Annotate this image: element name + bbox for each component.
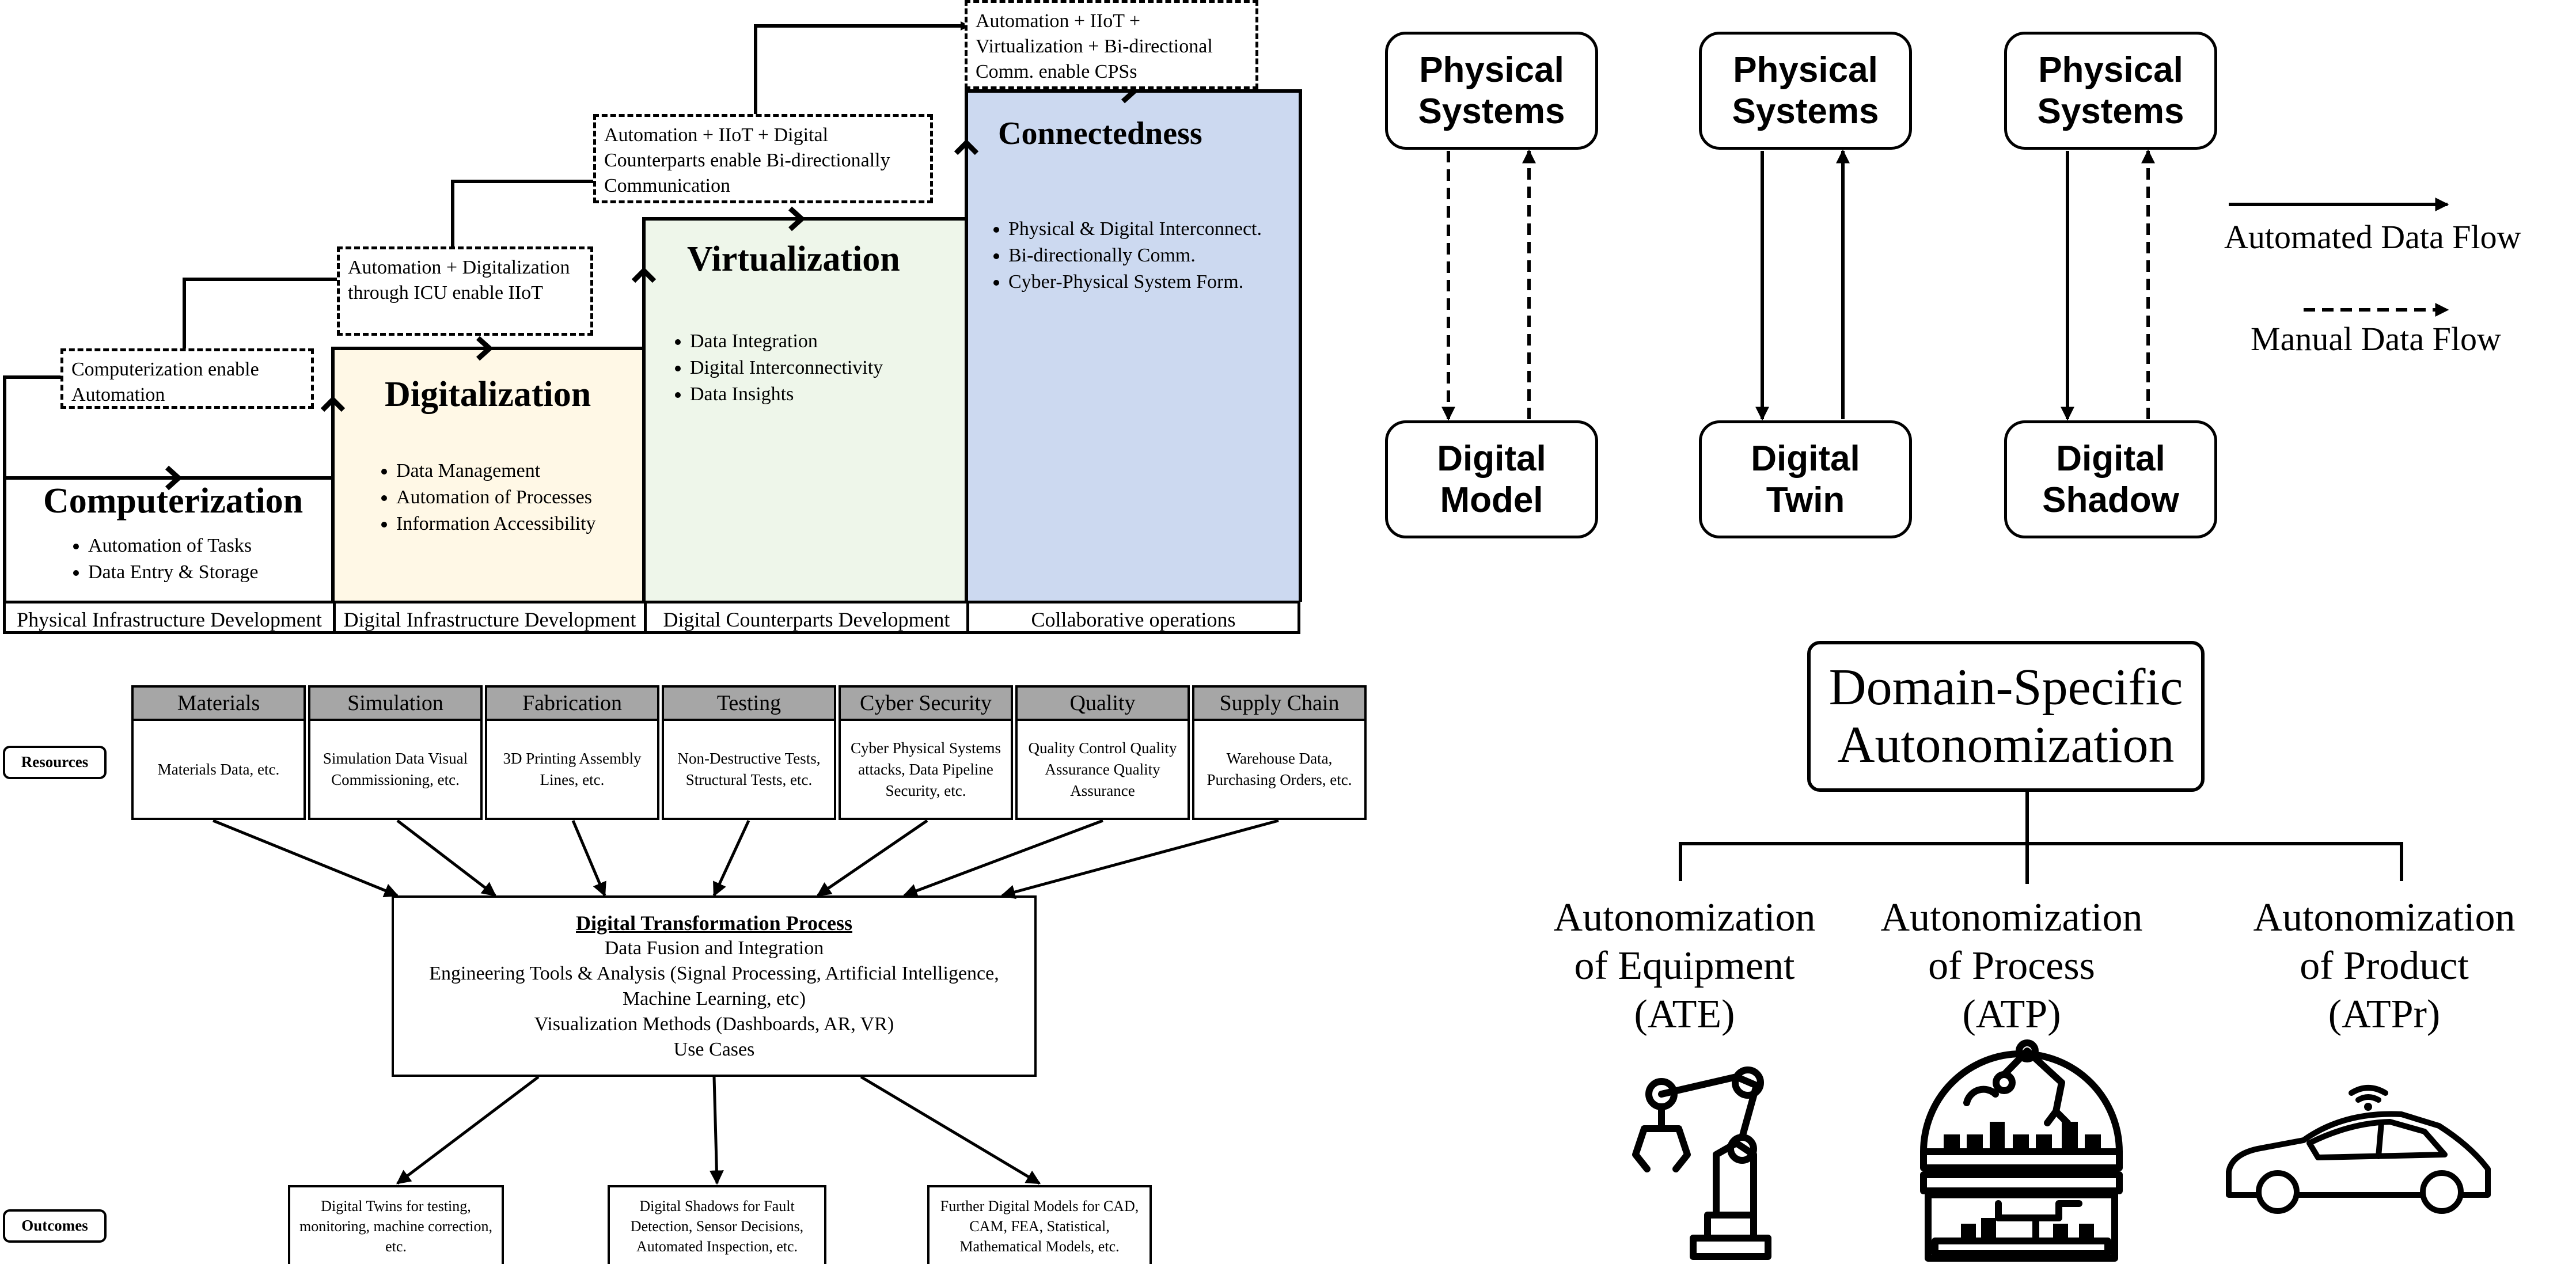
bullet-item: Physical & Digital Interconnect. — [1008, 216, 1262, 242]
branch-line: Autonomization — [1880, 895, 2143, 940]
resource-header-testing: Testing — [662, 685, 836, 721]
chevron-right-icon — [165, 465, 183, 491]
box-line: Digital — [1751, 438, 1860, 479]
box-line: Physical — [1419, 50, 1564, 90]
physical-systems-box: Physical Systems — [1699, 32, 1912, 150]
connected-car-icon — [2226, 1085, 2491, 1214]
outcome-digital-models: Further Digital Models for CAD, CAM, FEA… — [927, 1185, 1152, 1264]
stage-title-computerization: Computerization — [43, 481, 303, 521]
box-line: Twin — [1766, 480, 1845, 520]
box-line: Digital — [2056, 438, 2165, 479]
stage-title-digitalization: Digitalization — [385, 375, 591, 414]
staircase-lines — [3, 21, 1302, 602]
box-line: Systems — [1732, 91, 1879, 131]
branch-line: (ATP) — [1962, 992, 2061, 1037]
physical-systems-box: Physical Systems — [1385, 32, 1598, 150]
bullet-item: Cyber-Physical System Form. — [1008, 269, 1262, 295]
bullet-item: Bi-directionally Comm. — [1008, 242, 1262, 269]
stage-bg-connectedness — [966, 91, 1300, 602]
box-line: Systems — [2037, 91, 2184, 131]
enabler-box-4: Automation + IIoT + Virtualization + Bi-… — [965, 0, 1258, 89]
branch-line: of Process — [1928, 944, 2095, 988]
branch-label-equipment: Autonomization of Equipment (ATE) — [1535, 894, 1834, 1039]
autonomization-tree-lines — [1679, 792, 2403, 884]
resource-header-simulation: Simulation — [308, 685, 483, 721]
stage-bullets-connectedness: Physical & Digital Interconnect. Bi-dire… — [981, 216, 1262, 295]
process-line: Data Fusion and Integration — [604, 937, 824, 959]
robotic-process-dome-icon — [1920, 1039, 2123, 1262]
box-line: Shadow — [2042, 480, 2179, 520]
resource-body-fabrication: 3D Printing Assembly Lines, etc. — [485, 721, 659, 820]
resources-label: Resources — [3, 746, 107, 779]
resource-body-cyber-security: Cyber Physical Systems attacks, Data Pip… — [839, 721, 1013, 820]
stage-bullets-digitalization: Data Management Automation of Processes … — [369, 458, 596, 537]
bullet-item: Information Accessibility — [396, 511, 596, 537]
resource-body-quality: Quality Control Quality Assurance Qualit… — [1015, 721, 1190, 820]
bullet-item: Data Entry & Storage — [88, 559, 259, 586]
autonomization-root-box: Domain-Specific Autonomization — [1807, 641, 2205, 792]
outcomes-label: Outcomes — [3, 1209, 107, 1243]
stage-title-virtualization: Virtualization — [687, 240, 900, 279]
resource-header-materials: Materials — [131, 685, 306, 721]
stage-bg-virtualization — [644, 219, 966, 602]
resource-header-quality: Quality — [1015, 685, 1190, 721]
branch-line: (ATPr) — [2328, 992, 2441, 1037]
footer-cell-digital: Digital Infrastructure Development — [333, 601, 647, 634]
branch-label-process: Autonomization of Process (ATP) — [1862, 894, 2161, 1039]
physical-systems-box: Physical Systems — [2004, 32, 2217, 150]
resource-header-fabrication: Fabrication — [485, 685, 659, 721]
bullet-item: Data Insights — [690, 381, 883, 408]
footer-cell-counterparts: Digital Counterparts Development — [644, 601, 969, 634]
stage-bullets-computerization: Automation of Tasks Data Entry & Storage — [60, 533, 259, 586]
stage-bg-digitalization — [333, 348, 644, 602]
resource-body-testing: Non-Destructive Tests, Structural Tests,… — [662, 721, 836, 820]
branch-line: (ATE) — [1634, 992, 1735, 1037]
enabler-box-3: Automation + IIoT + Digital Counterparts… — [593, 114, 933, 203]
bullet-item: Automation of Tasks — [88, 533, 259, 559]
resource-header-cyber-security: Cyber Security — [839, 685, 1013, 721]
digital-twin-box: Digital Twin — [1699, 420, 1912, 538]
branch-line: Autonomization — [2253, 895, 2516, 940]
bullet-item: Automation of Processes — [396, 484, 596, 511]
process-line: Use Cases — [673, 1039, 755, 1060]
digital-shadow-box: Digital Shadow — [2004, 420, 2217, 538]
digital-model-box: Digital Model — [1385, 420, 1598, 538]
stage-title-connectedness: Connectedness — [998, 116, 1202, 151]
process-title: Digital Transformation Process — [576, 912, 852, 935]
robot-arm-icon — [1632, 1066, 1771, 1260]
branch-line: Autonomization — [1553, 895, 1816, 940]
bullet-item: Data Management — [396, 458, 596, 484]
outcome-digital-shadows: Digital Shadows for Fault Detection, Sen… — [608, 1185, 826, 1264]
branch-label-product: Autonomization of Product (ATPr) — [2234, 894, 2534, 1039]
enabler-box-1: Computerization enable Automation — [60, 348, 314, 409]
legend-manual: Manual Data Flow — [2251, 320, 2501, 358]
branch-line: of Product — [2300, 944, 2469, 988]
bullet-item: Digital Interconnectivity — [690, 355, 883, 381]
stage-bullets-virtualization: Data Integration Digital Interconnectivi… — [662, 328, 883, 408]
resource-body-supply-chain: Warehouse Data, Purchasing Orders, etc. — [1192, 721, 1367, 820]
data-flow-arrows — [1441, 149, 2449, 421]
branch-line: of Equipment — [1574, 944, 1795, 988]
outcome-digital-twins: Digital Twins for testing, monitoring, m… — [288, 1185, 504, 1264]
box-line: Physical — [2038, 50, 2183, 90]
footer-cell-physical: Physical Infrastructure Development — [3, 601, 336, 634]
transformation-arrows — [213, 819, 1279, 1185]
resource-body-materials: Materials Data, etc. — [131, 721, 306, 820]
legend-automated: Automated Data Flow — [2224, 218, 2521, 256]
root-line: Autonomization — [1837, 716, 2175, 773]
footer-cell-collaborative: Collaborative operations — [966, 601, 1300, 634]
resource-body-simulation: Simulation Data Visual Commissioning, et… — [308, 721, 483, 820]
root-line: Domain-Specific — [1828, 659, 2183, 716]
box-line: Digital — [1437, 438, 1546, 479]
box-line: Model — [1440, 480, 1543, 520]
process-box: Digital Transformation Process Data Fusi… — [392, 895, 1037, 1077]
process-line: Engineering Tools & Analysis (Signal Pro… — [429, 963, 999, 1009]
process-line: Visualization Methods (Dashboards, AR, V… — [534, 1014, 894, 1035]
box-line: Systems — [1418, 91, 1565, 131]
enabler-box-2: Automation + Digitalization through ICU … — [337, 246, 593, 336]
resource-header-supply-chain: Supply Chain — [1192, 685, 1367, 721]
box-line: Physical — [1733, 50, 1878, 90]
bullet-item: Data Integration — [690, 328, 883, 355]
